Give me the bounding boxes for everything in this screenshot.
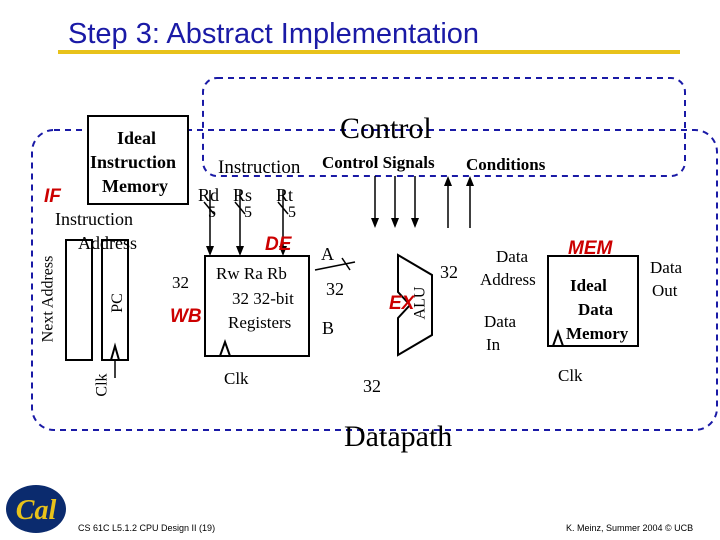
pc-clock-triangle: [110, 342, 120, 361]
alu-input-b-label: B: [322, 318, 335, 338]
stage-if-label: IF: [44, 186, 61, 207]
alu-input-a-label: A: [321, 244, 334, 264]
data-in-label-2: In: [486, 335, 501, 354]
rs-label: Rs: [233, 185, 253, 205]
control-outline: [202, 77, 686, 177]
rt-width: 5: [288, 204, 296, 221]
page-title: Step 3: Abstract Implementation: [68, 18, 480, 50]
alu-input-a-width: 32: [326, 279, 344, 299]
clk-label-regfile: Clk: [224, 369, 249, 388]
stage-ex-label: EX: [389, 293, 415, 314]
dmem-clock-triangle: [552, 329, 564, 347]
dmem-label-3: Memory: [566, 324, 629, 343]
footer-right: K. Meinz, Summer 2004 © UCB: [566, 523, 694, 533]
alu-shape: [397, 253, 433, 357]
stage-wb-label: WB: [170, 306, 202, 327]
stage-mem-label: MEM: [568, 238, 613, 259]
regfile-name-label: Registers: [228, 313, 292, 332]
datapath-outline: [31, 129, 718, 431]
dmem-label-1: Ideal: [570, 276, 607, 295]
footer-left: CS 61C L5.1.2 CPU Design II (19): [78, 523, 216, 533]
pc-label: PC: [108, 293, 126, 313]
imem-label-3: Memory: [102, 176, 168, 196]
next-address-label: Next Address: [39, 255, 57, 343]
regfile-desc-label: 32 32-bit: [232, 289, 294, 308]
rd-label: Rd: [198, 185, 220, 205]
rt-label: Rt: [276, 185, 294, 205]
data-address-label-1: Data: [496, 247, 529, 266]
data-in-label-1: Data: [484, 312, 517, 331]
clk-label-pc: Clk: [93, 373, 111, 397]
cal-logo: Cal: [6, 485, 66, 533]
data-memory-box: [547, 255, 639, 347]
register-file-box: [204, 255, 310, 357]
regfile-ports-label: Rw Ra Rb: [216, 264, 287, 283]
rd-width: 5: [208, 204, 216, 221]
control-signals-label: Control Signals: [322, 153, 435, 172]
next-address-box: [65, 239, 93, 361]
alu-b-width: 32: [363, 376, 381, 396]
imem-label-2: Instruction: [90, 152, 177, 172]
datapath-label: Datapath: [344, 420, 453, 453]
instruction-address-label-2: Address: [78, 233, 137, 253]
instruction-address-label-1: Instruction: [55, 209, 133, 229]
dmem-label-2: Data: [578, 300, 613, 319]
regfile-input-width: 32: [172, 273, 189, 292]
instruction-label: Instruction: [218, 157, 301, 178]
regfile-clock-triangle: [219, 339, 231, 357]
clk-label-dmem: Clk: [558, 366, 583, 385]
data-out-label-1: Data: [650, 258, 683, 277]
imem-label-1: Ideal: [117, 128, 157, 148]
instruction-memory-box: [87, 115, 189, 205]
cal-logo-text: Cal: [16, 495, 57, 526]
control-label: Control: [340, 112, 432, 145]
stage-de-label: DE: [265, 234, 292, 255]
alu-output-width: 32: [440, 262, 458, 282]
data-out-label-2: Out: [652, 281, 678, 300]
data-address-label-2: Address: [480, 270, 536, 289]
conditions-label: Conditions: [466, 155, 546, 174]
rs-width: 5: [244, 204, 252, 221]
title-underline: [58, 50, 680, 54]
